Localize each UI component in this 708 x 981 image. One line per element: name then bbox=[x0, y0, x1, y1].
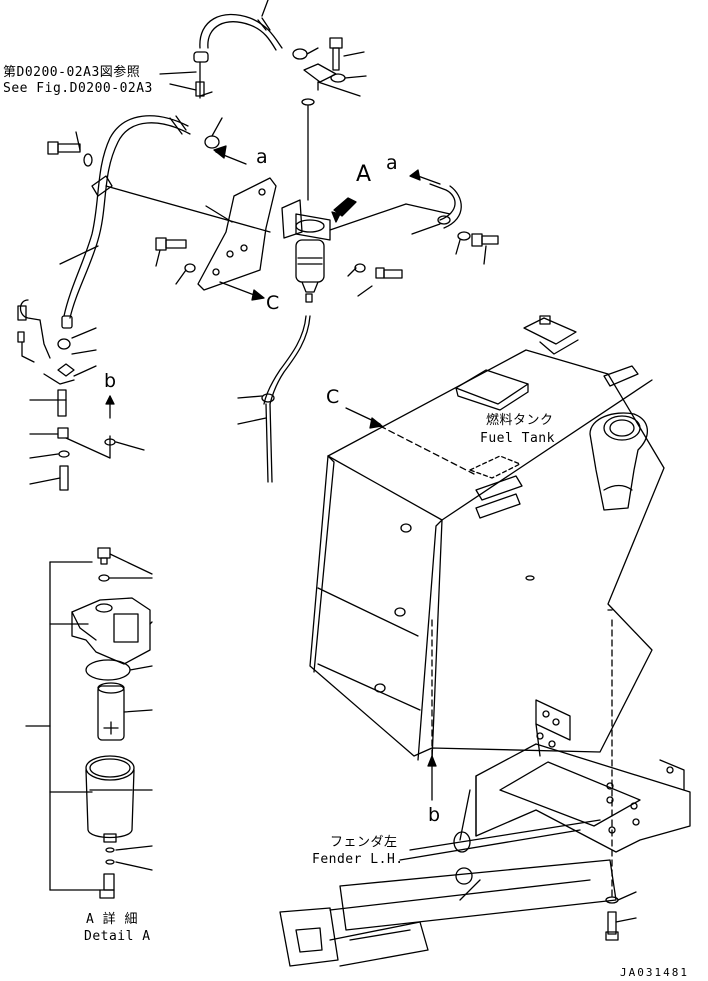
fuel-tank-label-en: Fuel Tank bbox=[480, 431, 555, 446]
arrow-b-left bbox=[105, 395, 115, 419]
upper-hose bbox=[199, 0, 283, 51]
upper-bolt bbox=[329, 37, 365, 71]
left-bolt-washer bbox=[47, 131, 93, 167]
callout-a-upper: a bbox=[256, 146, 269, 168]
arrow-a-left bbox=[213, 145, 247, 165]
tank-drain-arrow bbox=[427, 619, 613, 901]
left-hose-leaders bbox=[59, 245, 99, 355]
reference-leaders bbox=[159, 71, 213, 97]
fuel-tank bbox=[309, 349, 665, 761]
bracket-bolt bbox=[155, 237, 196, 285]
callout-view-a: A bbox=[356, 162, 372, 187]
callout-b-left: b bbox=[104, 370, 117, 392]
detail-a-parts bbox=[71, 547, 153, 899]
tank-cap-plate bbox=[455, 369, 529, 411]
filter-right-bolt bbox=[347, 263, 403, 297]
mounting-bracket bbox=[197, 177, 277, 291]
hose-clamp-top bbox=[193, 47, 319, 99]
hose-clip bbox=[91, 175, 271, 233]
tank-strap-c bbox=[469, 455, 523, 519]
upper-washers bbox=[301, 63, 367, 201]
callout-b-lower: b bbox=[428, 804, 441, 826]
left-fittings bbox=[17, 299, 145, 491]
figure-reference-en: See Fig.D0200-02A3 bbox=[3, 81, 153, 96]
tank-top-bracket bbox=[523, 315, 639, 387]
frame-fender bbox=[279, 699, 691, 967]
drawing-number: JA031481 bbox=[620, 966, 689, 979]
left-hose bbox=[61, 115, 223, 329]
fender-bolt bbox=[605, 891, 637, 941]
callout-c-tank: C bbox=[326, 386, 340, 408]
right-hose bbox=[409, 169, 499, 265]
callout-a-right: a bbox=[386, 152, 399, 174]
filler-neck bbox=[589, 412, 648, 511]
arrow-c-tank bbox=[345, 407, 475, 475]
fuel-filter bbox=[281, 197, 451, 303]
fender-label-jp: フェンダ左 bbox=[330, 835, 398, 850]
callout-c-mid: C bbox=[266, 292, 280, 314]
detail-a-bracket-lines bbox=[25, 561, 101, 891]
lower-hose bbox=[237, 315, 311, 483]
figure-reference-jp: 第D0200-02A3図参照 bbox=[3, 65, 141, 80]
detail-a-label-jp: A 詳 細 bbox=[86, 912, 138, 927]
fuel-tank-label-jp: 燃料タンク bbox=[486, 413, 554, 428]
arrow-c-mid bbox=[219, 281, 265, 301]
fender-label-en: Fender L.H. bbox=[312, 852, 404, 867]
detail-a-label-en: Detail A bbox=[84, 929, 151, 944]
